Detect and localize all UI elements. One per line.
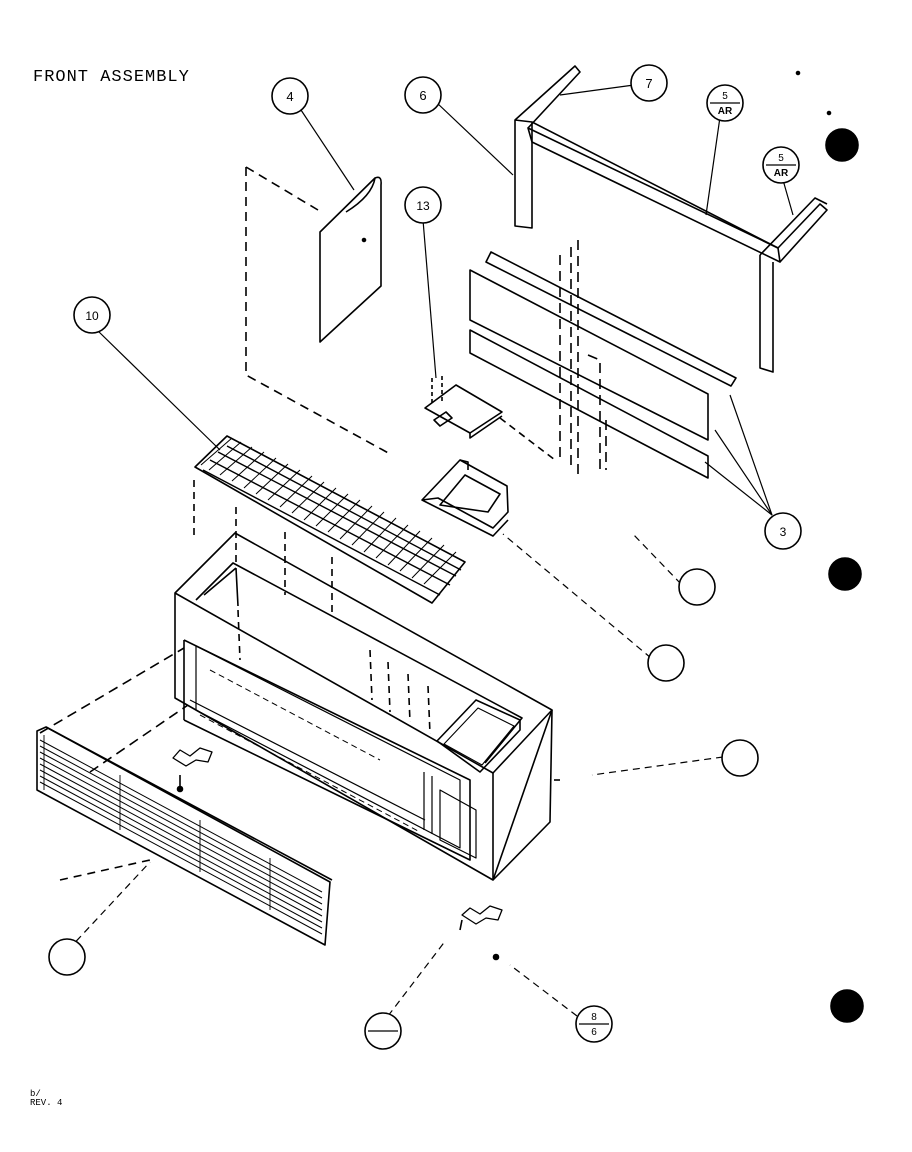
revision-line: REV. 4	[30, 1098, 63, 1108]
callout-label: 13	[416, 199, 430, 213]
callout-10	[73, 296, 111, 334]
callout-label: 7	[645, 76, 652, 91]
part-top-grille	[193, 435, 466, 615]
callout-7	[630, 64, 668, 102]
callout-unreadable	[647, 644, 685, 682]
registration-dot	[828, 557, 862, 591]
diagram-title: FRONT ASSEMBLY	[33, 68, 190, 87]
callout-label: 4	[286, 89, 293, 104]
part-filter-tray	[421, 459, 509, 537]
revision-line: b/	[30, 1089, 41, 1099]
callout-4	[271, 77, 309, 115]
callout-3	[764, 512, 802, 550]
leader-lines	[67, 84, 794, 1017]
registration-dot	[825, 128, 859, 162]
callout-label: 5	[778, 153, 784, 164]
part-cabinet	[174, 532, 560, 881]
callout-label: 8	[591, 1012, 597, 1023]
callout-label: 10	[85, 309, 99, 323]
callout-label: 5	[722, 91, 728, 102]
callout-unreadable	[48, 938, 86, 976]
callout-label: 6	[419, 88, 426, 103]
part-panels	[469, 240, 737, 479]
callout-13	[404, 186, 442, 224]
registration-dot	[830, 989, 864, 1023]
callout-label: AR	[718, 106, 733, 117]
callout-unreadable	[678, 568, 716, 606]
part-side-panel	[245, 166, 393, 456]
part-bracket	[424, 376, 556, 461]
callout-label: AR	[774, 168, 789, 179]
part-clip	[459, 905, 503, 961]
part-front-grille	[36, 647, 333, 946]
callout-6	[404, 76, 442, 114]
revision-note: b/ REV. 4	[30, 1090, 62, 1108]
callout-unreadable	[721, 739, 759, 777]
callout-label: 6	[591, 1027, 597, 1038]
callout-label: 3	[780, 525, 787, 539]
part-top-frame	[514, 65, 828, 373]
part-clip	[172, 747, 213, 793]
